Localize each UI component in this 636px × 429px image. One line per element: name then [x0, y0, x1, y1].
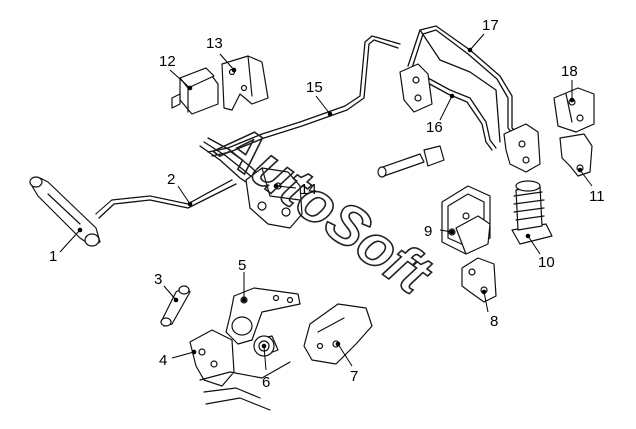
callout-labels: 1 2 3 4 5 6 7 8 9 10 11 12 13 14 15 16 1…	[49, 17, 605, 391]
callout-15: 15	[306, 79, 323, 96]
callout-6: 6	[262, 374, 270, 391]
callout-17: 17	[482, 17, 499, 34]
callout-8: 8	[490, 313, 498, 330]
bellows-part-10	[511, 180, 553, 245]
bracket-part-8	[461, 257, 497, 303]
pipe-line-16	[425, 77, 497, 151]
small-cylinder-part-3	[160, 285, 191, 327]
bracket-part-11	[559, 133, 593, 177]
valve-part-12	[171, 67, 219, 115]
callout-7: 7	[350, 368, 358, 385]
callout-1: 1	[49, 248, 57, 265]
mount-bracket-top	[399, 63, 433, 113]
callout-5: 5	[238, 257, 246, 274]
mount-bracket-right	[503, 123, 541, 173]
leader-dots	[77, 47, 583, 355]
callout-3: 3	[154, 271, 162, 288]
cylinder-part-1	[29, 176, 101, 247]
callout-2: 2	[167, 171, 175, 188]
callout-9: 9	[424, 223, 432, 240]
callout-14: 14	[300, 181, 317, 198]
callout-18: 18	[561, 63, 578, 80]
bracket-part-7	[303, 303, 373, 365]
bolt-part	[377, 145, 445, 178]
plate-mount-part-9	[441, 185, 491, 255]
pipe-line-15	[207, 35, 401, 157]
watermark-text: AutoSoft	[205, 109, 445, 308]
bracket-part-18	[553, 87, 595, 133]
callout-13: 13	[206, 35, 223, 52]
callout-10: 10	[538, 254, 555, 271]
pipe-line-2	[95, 179, 237, 219]
callout-11: 11	[589, 188, 605, 205]
callout-4: 4	[159, 352, 167, 369]
pipe-line-17	[407, 25, 521, 143]
callout-12: 12	[159, 53, 176, 70]
callout-16: 16	[426, 119, 443, 136]
leader-lines	[59, 33, 593, 371]
bracket-part-4	[189, 329, 291, 411]
valve-body-part-14	[245, 167, 303, 229]
